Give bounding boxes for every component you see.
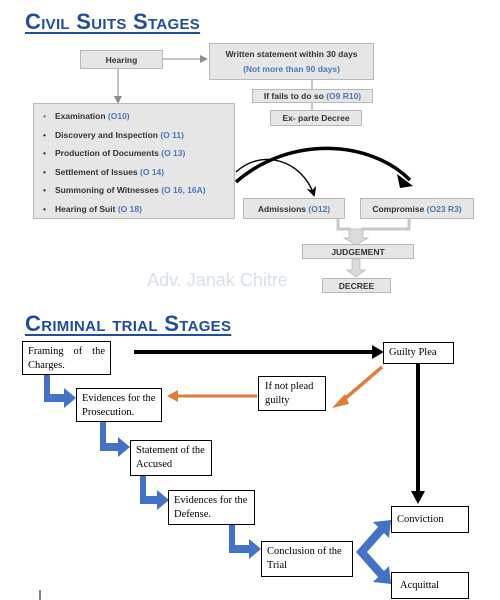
admissions-ref: (O12) xyxy=(308,203,331,214)
compromise-ref: (O23 R3) xyxy=(426,203,462,214)
ex-parte-label: Ex- parte Decree xyxy=(282,113,350,123)
elbow-arrow-2 xyxy=(100,422,130,457)
written-statement-box: Written statement within 30 days (Not mo… xyxy=(209,43,374,80)
elbow-arrow-3 xyxy=(140,475,169,510)
acquittal-box: Acquittal xyxy=(391,572,469,599)
if-fails-box: If fails to do so (O9 R10) xyxy=(252,89,373,103)
curve-to-compromise-arrow xyxy=(234,146,412,184)
conclusion-box: Conclusion of the Trial xyxy=(261,541,353,577)
prosecution-box: Evidences for the Prosecution. xyxy=(76,388,162,422)
criminal-title: Criminal trial Stages xyxy=(25,311,232,336)
stage-label: Summoning of Witnesses xyxy=(55,185,162,195)
ex-parte-box: Ex- parte Decree xyxy=(270,110,362,126)
compromise-label: Compromise xyxy=(372,203,427,214)
admissions-box: Admissions (O12) xyxy=(243,198,345,219)
civil-stages-list: • Examination (O10) • Discovery and Inspec… xyxy=(43,107,234,218)
stage-item: • Settlement of Issues (O 14) xyxy=(43,163,234,182)
elbow-arrow-1 xyxy=(44,374,76,408)
judgement-down-arrow xyxy=(342,228,370,246)
bullet-icon: • xyxy=(43,111,46,121)
framing-box: Framing of the Charges. xyxy=(22,341,111,375)
civil-title: Civil Suits Stages xyxy=(25,9,201,34)
stage-ref: (O 11) xyxy=(160,129,184,140)
guilty-plea-box: Guilty Plea xyxy=(383,342,454,364)
guilty-to-notplead-arrow xyxy=(338,365,384,405)
stage-ref: (O 16, 16A) xyxy=(161,185,206,195)
stage-ref: (O 13) xyxy=(161,148,186,158)
hearing-label: Hearing xyxy=(105,54,138,65)
stage-label: Hearing of Suit xyxy=(55,203,118,214)
written-statement-line1: Written statement within 30 days xyxy=(225,48,358,59)
stage-label: Examination xyxy=(55,111,108,121)
stages-list-box: • Examination (O10) • Discovery and Inspec… xyxy=(33,103,235,219)
bullet-icon: • xyxy=(43,148,46,158)
conviction-box: Conviction xyxy=(391,506,469,533)
stage-label: Production of Documents xyxy=(55,148,162,158)
outcome-chevron-arrow xyxy=(356,520,391,584)
elbow-arrow-4 xyxy=(229,524,261,559)
hearing-box: Hearing xyxy=(80,50,163,69)
stage-item: • Hearing of Suit (O 18) xyxy=(43,200,234,219)
watermark: Adv. Janak Chitre xyxy=(147,270,288,290)
if-fails-label: If fails to do so xyxy=(263,91,327,101)
stage-ref: (O 14) xyxy=(140,166,165,177)
stage-item: • Examination (O10) xyxy=(43,107,234,126)
if-not-plead-box: If not plead guilty xyxy=(258,376,326,411)
stage-ref: (O10) xyxy=(107,111,130,121)
admissions-label: Admissions xyxy=(257,203,309,214)
judgement-box: JUDGEMENT xyxy=(302,244,414,259)
defense-box: Evidences for the Defense. xyxy=(168,490,255,525)
curve-to-admissions-arrow xyxy=(235,158,317,197)
stage-item: • Production of Documents (O 13) xyxy=(43,144,234,163)
if-fails-ref: (O9 R10) xyxy=(326,91,362,101)
written-statement-line2: (Not more than 90 days) xyxy=(243,63,340,74)
stage-item: • Discovery and Inspection (O 11) xyxy=(43,126,234,145)
bullet-icon: • xyxy=(43,166,46,177)
compromise-box: Compromise (O23 R3) xyxy=(360,198,474,219)
decree-down-arrow xyxy=(345,258,367,278)
bullet-icon: • xyxy=(43,203,46,214)
compromise-arrowhead xyxy=(397,174,413,188)
bullet-icon: • xyxy=(43,129,46,140)
stage-label: Discovery and Inspection xyxy=(55,129,161,140)
judgement-label: JUDGEMENT xyxy=(331,246,385,257)
statement-box: Statement of the Accused xyxy=(130,440,212,476)
to-judgement-connector xyxy=(336,219,350,231)
decree-box: DECREE xyxy=(322,278,391,293)
bullet-icon: • xyxy=(43,185,46,195)
stage-item: • Summoning of Witnesses (O 16, 16A) xyxy=(43,181,234,200)
stage-ref: (O 18) xyxy=(117,203,142,214)
stage-label: Settlement of Issues xyxy=(55,166,141,177)
decree-label: DECREE xyxy=(338,280,375,291)
